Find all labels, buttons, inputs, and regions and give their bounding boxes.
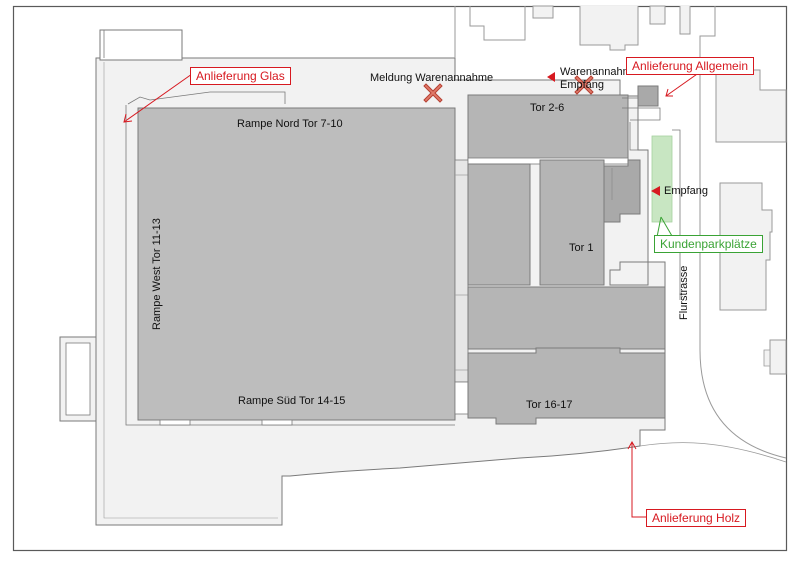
label-rampe-sued: Rampe Süd Tor 14-15 [238, 395, 346, 407]
arrow-allgemein [665, 71, 701, 97]
cross-marker-icon [574, 75, 594, 95]
building-empfang [603, 159, 641, 223]
building-tor-1 [539, 159, 605, 286]
label-empfang: Empfang [664, 185, 709, 197]
parking-area [651, 135, 673, 223]
label-warenannahme: Warenannahme [560, 66, 638, 78]
label-tor-16-17: Tor 16-17 [526, 399, 573, 411]
label-rampe-west: Rampe West Tor 11-13 [151, 218, 163, 330]
building-lower-right [467, 286, 666, 350]
building-middle [467, 163, 531, 286]
label-flurstrasse: Flurstrasse [678, 265, 690, 320]
callout-kundenparkplaetze: Kundenparkplätze [654, 235, 763, 253]
label-tor-2-6: Tor 2-6 [530, 102, 565, 114]
callout-anlieferung-glas: Anlieferung Glas [190, 67, 291, 85]
cross-marker-icon [423, 83, 443, 103]
building-main-hall [137, 107, 456, 421]
neighbour-building-right-top [715, 69, 787, 143]
label-empfang-top: Empfang [560, 79, 605, 91]
street-edge-west [699, 88, 787, 459]
label-tor-1: Tor 1 [569, 242, 594, 254]
label-rampe-nord: Rampe Nord Tor 7-10 [237, 118, 343, 130]
callout-anlieferung-allgemein: Anlieferung Allgemein [626, 57, 755, 75]
label-meldung-warenannahme: Meldung Warenannahme [370, 72, 494, 84]
building-tor-2-6 [467, 94, 629, 161]
callout-anlieferung-holz: Anlieferung Holz [646, 509, 747, 527]
building-tor-16-17 [467, 347, 666, 425]
building-top-left [99, 29, 183, 61]
red-triangle-marker-icon [547, 72, 555, 82]
arrow-glas [123, 73, 193, 123]
arrow-holz [627, 440, 646, 518]
building-booth [637, 85, 659, 107]
red-triangle-marker-icon [651, 186, 660, 196]
